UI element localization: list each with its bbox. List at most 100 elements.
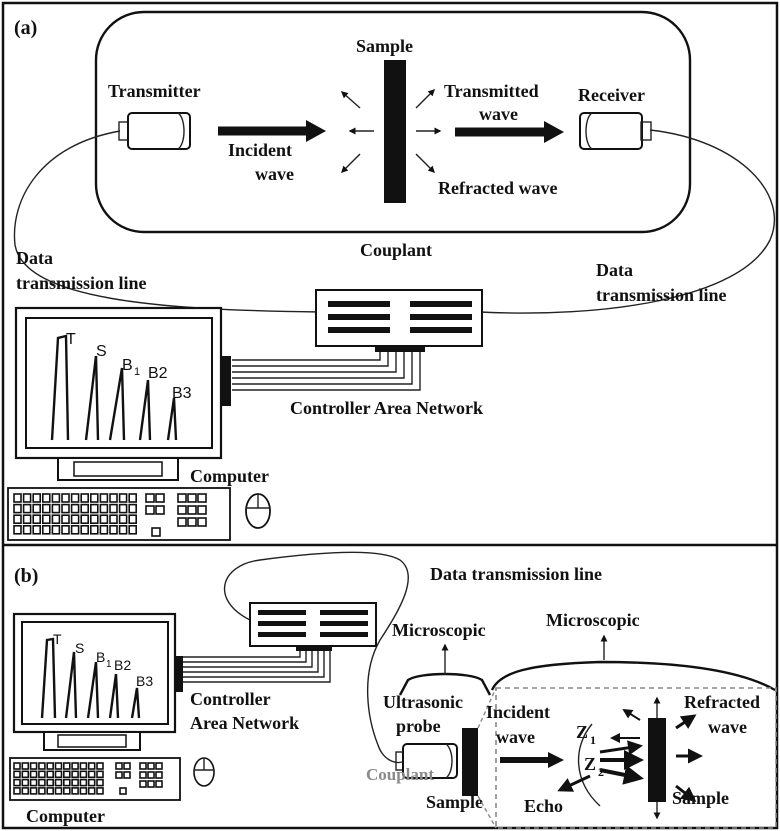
keyboard-key bbox=[90, 514, 99, 525]
keyboard-key bbox=[145, 505, 155, 515]
keyboard-key bbox=[99, 493, 109, 503]
keyboard-key bbox=[115, 771, 123, 779]
probe-label-2: probe bbox=[396, 716, 441, 736]
keyboard-key bbox=[61, 514, 70, 525]
keyboard-key bbox=[38, 787, 46, 795]
couplant-label-b: Couplant bbox=[366, 765, 434, 784]
incident-wave-label-2: wave bbox=[255, 164, 294, 184]
peak-labels-a: T S B 1 B2 B3 bbox=[66, 331, 192, 402]
keyboard-key bbox=[13, 787, 21, 795]
keyboard-key bbox=[32, 524, 42, 535]
keyboard-key bbox=[197, 493, 207, 503]
keyboard-key bbox=[96, 787, 104, 795]
keyboard-key bbox=[38, 762, 46, 770]
keyboard-key bbox=[71, 762, 79, 770]
data-line-right-label-1: Data bbox=[596, 260, 633, 280]
can-cables-b bbox=[182, 651, 331, 683]
data-line-right-label-2: transmission line bbox=[596, 285, 727, 305]
keyboard-key bbox=[71, 778, 79, 787]
microscopic-bracket-right bbox=[490, 660, 776, 692]
keyboard-key bbox=[62, 762, 71, 770]
keyboard-key bbox=[155, 780, 163, 788]
keyboard-key bbox=[13, 503, 22, 514]
keyboard-key bbox=[32, 503, 42, 514]
keyboard-key bbox=[41, 493, 51, 503]
keyboard-key bbox=[13, 493, 22, 503]
keyboard-key bbox=[123, 771, 131, 779]
keyboard-key bbox=[128, 503, 137, 514]
sample-label: Sample bbox=[356, 36, 413, 56]
keyboard-key bbox=[147, 762, 155, 770]
can-cables-a bbox=[232, 352, 421, 391]
can-label-a: Controller Area Network bbox=[290, 398, 483, 418]
keyboard-key bbox=[139, 780, 147, 788]
keyboard-key bbox=[13, 514, 22, 525]
keyboard-key bbox=[90, 503, 99, 514]
peak-b2-label: B2 bbox=[148, 365, 168, 382]
echo-label: Echo bbox=[524, 796, 563, 816]
can-label-b-1: Controller bbox=[190, 689, 271, 709]
peak-t-label: T bbox=[66, 331, 76, 348]
keyboard-key bbox=[79, 770, 88, 779]
keyboard-key bbox=[38, 770, 46, 779]
keyboard-key bbox=[139, 762, 147, 770]
keyboard-key bbox=[177, 517, 187, 527]
keyboard-key bbox=[71, 787, 79, 795]
computer-label-b: Computer bbox=[26, 806, 105, 826]
keyboard-key bbox=[21, 770, 30, 779]
incident-wave-arrow-head bbox=[306, 120, 326, 142]
keyboard-key bbox=[139, 771, 147, 779]
peak-labels-b: T S B 1 B2 B3 bbox=[53, 631, 153, 689]
keyboard-key bbox=[155, 762, 163, 770]
mouse-a bbox=[245, 493, 271, 529]
keyboard-key bbox=[87, 778, 96, 787]
keyboard-key bbox=[118, 503, 128, 514]
data-transmission-line-b bbox=[223, 551, 409, 764]
mouse-b bbox=[193, 757, 215, 787]
keyboard-key bbox=[46, 787, 55, 795]
peak-s-label-b: S bbox=[75, 640, 84, 656]
peak-b3-label-b: B3 bbox=[136, 673, 153, 689]
z2-label: Z bbox=[584, 754, 596, 774]
keyboard-key bbox=[147, 780, 155, 788]
keyboard-key bbox=[46, 770, 55, 779]
zoom-inset-box bbox=[495, 687, 777, 829]
keyboard-key bbox=[22, 524, 32, 535]
keyboard-key bbox=[87, 770, 96, 779]
keyboard-key bbox=[41, 503, 51, 514]
keyboard-key bbox=[79, 778, 88, 787]
keyboard-key bbox=[70, 524, 80, 535]
incident-wave-label-1: Incident bbox=[228, 140, 292, 160]
scatter-arrows bbox=[340, 89, 442, 173]
keyboard-key bbox=[177, 493, 187, 503]
keyboard-key bbox=[61, 524, 70, 535]
keyboard-key bbox=[118, 493, 128, 503]
keyboard-key bbox=[147, 771, 155, 779]
keyboard-key bbox=[29, 787, 38, 795]
keyboard-key bbox=[51, 514, 61, 525]
refracted-wave-b-label-1: Refracted bbox=[684, 692, 760, 712]
receiver-label: Receiver bbox=[578, 85, 645, 105]
sample-block-right bbox=[648, 718, 666, 802]
peak-s-label: S bbox=[96, 343, 107, 360]
zoom-connector-top bbox=[477, 687, 497, 729]
transmitted-wave-label-2: wave bbox=[479, 104, 518, 124]
keyboard-key bbox=[177, 505, 187, 515]
keyboard-key bbox=[155, 493, 165, 503]
keyboard-key bbox=[99, 503, 109, 514]
keyboard-key bbox=[61, 493, 70, 503]
keyboard-key bbox=[13, 770, 21, 779]
sample-block-left bbox=[462, 728, 478, 796]
keyboard-key bbox=[32, 514, 42, 525]
keyboard-key bbox=[62, 787, 71, 795]
z1-subscript: 1 bbox=[590, 733, 596, 747]
keyboard-key bbox=[87, 787, 96, 795]
transmitter-transducer bbox=[118, 112, 191, 150]
keyboard-key bbox=[32, 493, 42, 503]
keyboard-key bbox=[128, 493, 137, 503]
keyboard-key bbox=[80, 524, 89, 535]
incident-arrow-b-head bbox=[548, 752, 564, 768]
waveform-peaks-a bbox=[50, 334, 178, 441]
